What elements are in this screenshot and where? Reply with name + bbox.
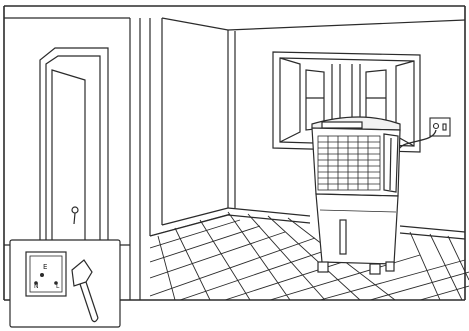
door <box>40 48 108 262</box>
cooler-grille <box>318 136 380 190</box>
socket-label-earth: E <box>43 263 47 271</box>
socket-detail-inset: E N L <box>10 240 120 327</box>
air-cooler <box>312 117 400 274</box>
floor-tiles <box>150 212 469 300</box>
wall-socket <box>430 118 450 136</box>
